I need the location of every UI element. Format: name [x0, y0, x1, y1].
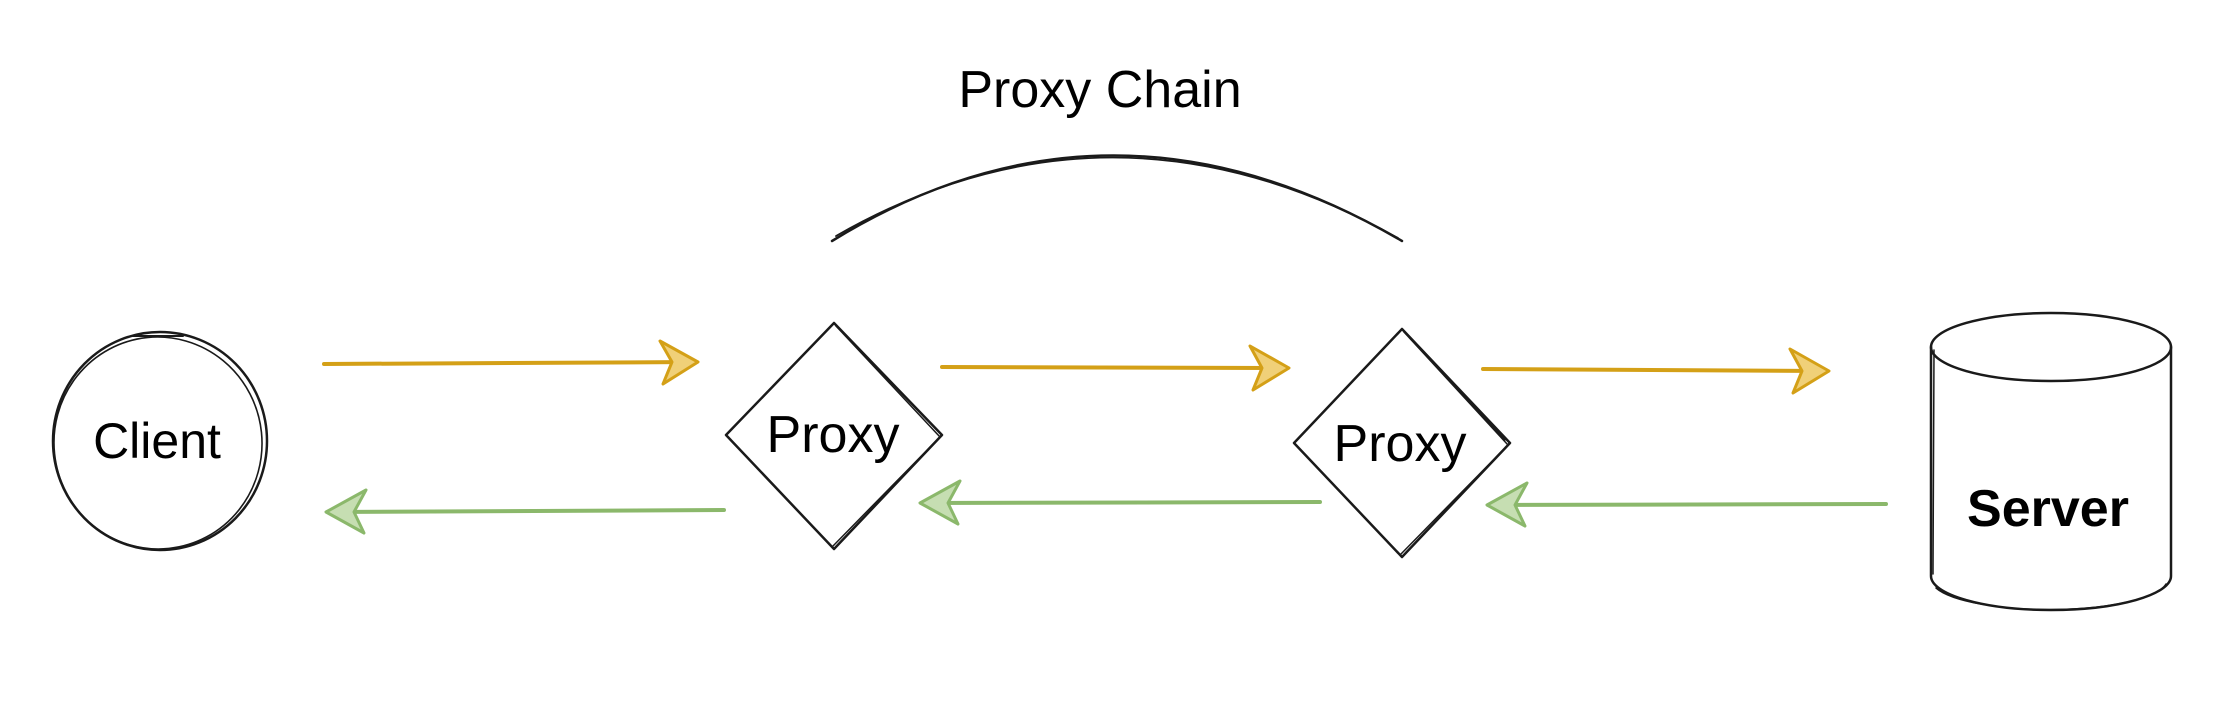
chain-arc — [830, 154, 1404, 243]
proxy-1-label: Proxy — [767, 406, 900, 464]
proxy-node-1: Proxy — [724, 321, 944, 551]
request-arrow-proxy1-to-proxy2 — [940, 344, 1291, 392]
proxy-node-2: Proxy — [1292, 327, 1512, 559]
server-node: Server — [1929, 311, 2173, 612]
diagram-title: Proxy Chain — [958, 61, 1241, 119]
request-arrow-proxy2-to-server — [1481, 347, 1831, 395]
response-arrow-proxy1-to-client — [324, 488, 726, 535]
proxy-2-label: Proxy — [1334, 415, 1467, 473]
client-node: Client — [51, 330, 269, 552]
server-label: Server — [1967, 480, 2129, 538]
request-arrow-client-to-proxy1 — [322, 339, 700, 386]
client-label: Client — [93, 413, 221, 469]
response-arrow-proxy2-to-proxy1 — [918, 479, 1322, 526]
response-arrow-server-to-proxy2 — [1485, 481, 1888, 528]
